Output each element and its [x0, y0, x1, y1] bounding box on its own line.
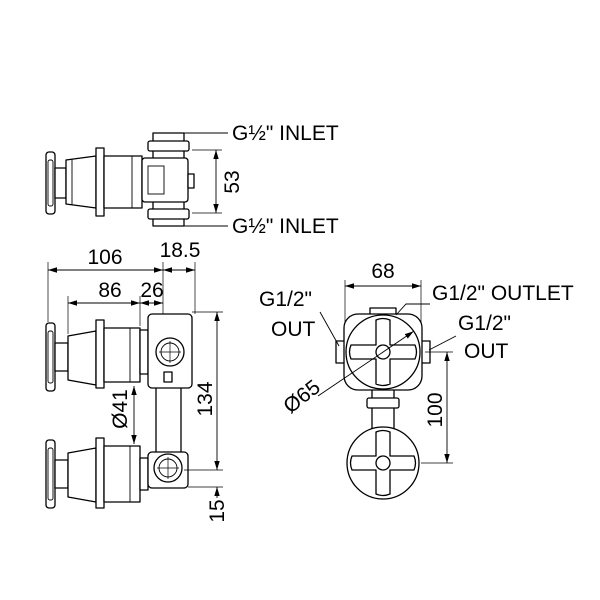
dim-bottom-label: 15 [206, 499, 229, 522]
lower-handle-grip [47, 447, 54, 501]
cartridge-hub [65, 155, 97, 209]
dim-front-center-label: 100 [424, 392, 447, 427]
dim-total-depth-label: 106 [87, 246, 122, 269]
main-side-view: 106 18.5 86 26 [45, 239, 229, 523]
dim-center-distance-label: 134 [194, 381, 217, 416]
outlet-label: G1/2" OUTLET [432, 282, 574, 305]
top-side-view: G½" INLET G½" INLET 53 [45, 122, 339, 238]
front-riser-nut [366, 397, 400, 409]
lower-body-sleeve [103, 445, 141, 503]
out-right-leader [428, 335, 457, 351]
out-left-leader [319, 311, 340, 347]
inlet-nut-lower [147, 208, 190, 220]
upper-handle-grip [47, 330, 54, 384]
wall-flange [95, 147, 105, 217]
dim-diameter-label: Ø65 [279, 376, 324, 419]
upper-valve-connector [139, 329, 149, 375]
inlet-bottom-label: G½" INLET [232, 215, 339, 238]
dim-offset-label: 18.5 [160, 239, 201, 262]
dim-diameter-leader [317, 330, 414, 397]
lower-cartridge-hub [67, 447, 97, 503]
front-view: 68 100 Ø65 G1/2" OUTLET G1/2" OUT [259, 260, 574, 500]
lower-wall-flange [95, 437, 105, 509]
out-right-label-line2: OUT [464, 340, 509, 363]
dim-valve-depth-label: 26 [140, 279, 163, 302]
inlet-nut-upper [147, 140, 190, 152]
lower-cross-hub [375, 455, 391, 471]
out-left-label-line2: OUT [271, 318, 316, 341]
body-sleeve [103, 155, 143, 209]
dim-body-depth-label: 86 [98, 279, 121, 302]
handle-grip [47, 159, 54, 207]
outlet-leader [395, 303, 430, 316]
upper-body-sleeve [103, 327, 141, 383]
upper-wall-flange [95, 319, 105, 389]
inlet-top-label: G½" INLET [232, 122, 339, 145]
upper-cartridge-hub [67, 330, 97, 386]
out-left-label-line1: G1/2" [259, 288, 312, 311]
handle-plate [45, 151, 56, 215]
upper-handle-plate [45, 322, 56, 392]
valve-body [141, 157, 189, 203]
dim-width-label: 68 [371, 260, 394, 283]
valve-body-nub [187, 173, 195, 189]
upper-handle-stem [54, 342, 69, 372]
front-riser-pipe [371, 387, 395, 431]
valve-body-detail [147, 165, 165, 195]
dim-sleeve-diameter-label: Ø41 [109, 389, 132, 429]
out-right-label-line1: G1/2" [458, 312, 511, 335]
lower-handle-stem [54, 459, 69, 489]
handle-stem [54, 167, 67, 199]
lower-valve-connector [139, 457, 149, 491]
dim-height-label: 53 [221, 170, 244, 193]
upper-valve-detail [163, 371, 173, 383]
lower-handle-plate [45, 439, 56, 509]
